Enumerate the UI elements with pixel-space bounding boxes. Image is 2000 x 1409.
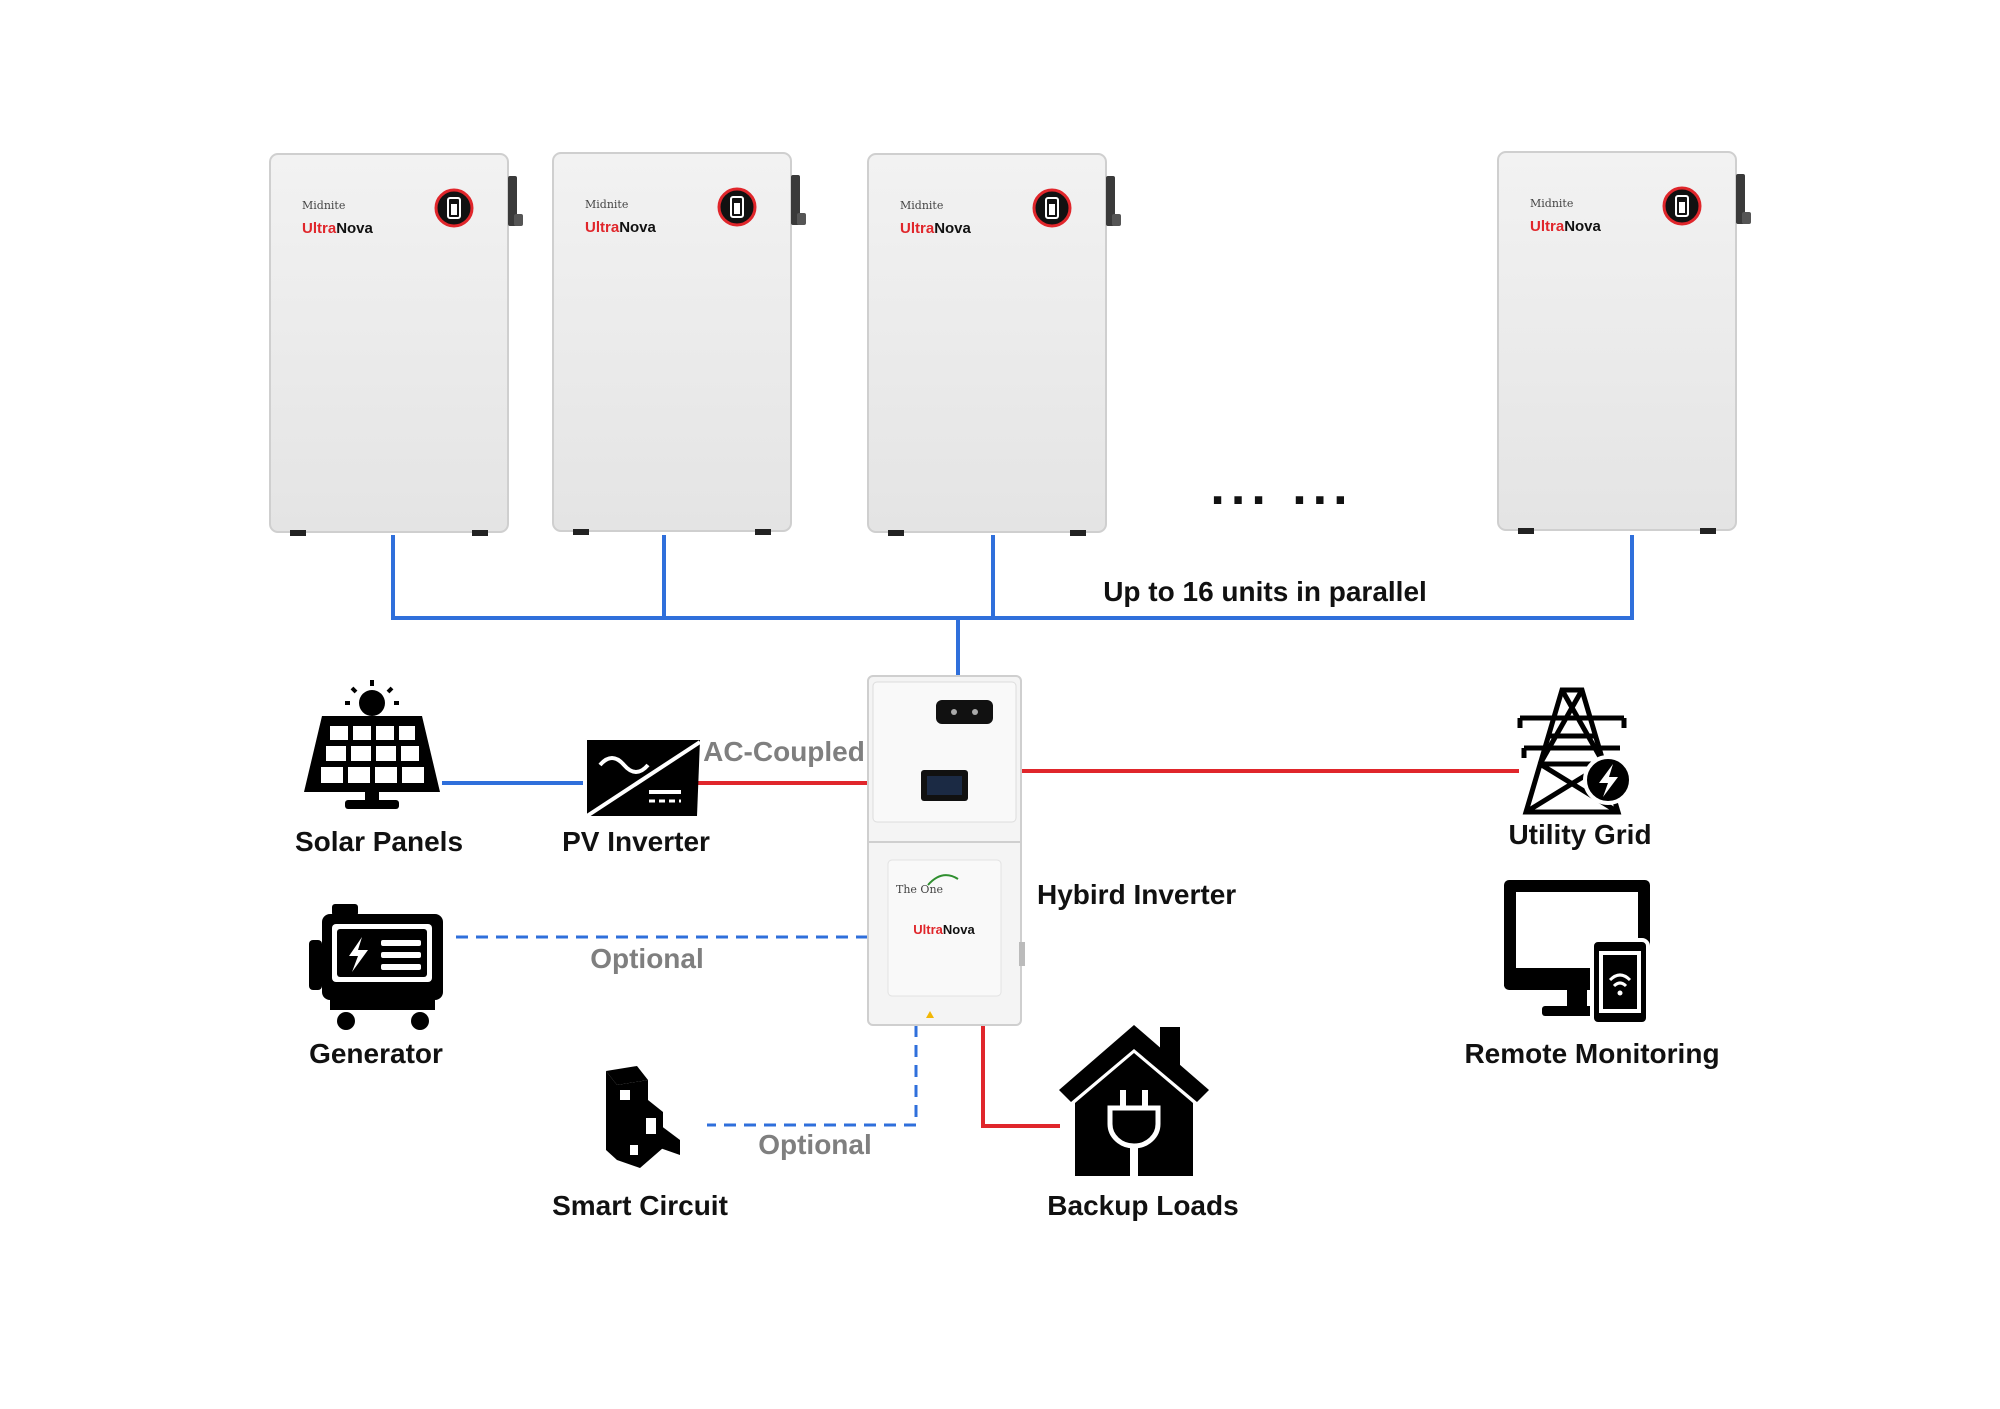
hybrid-inverter-label: Hybird Inverter xyxy=(1037,879,1236,910)
battery-brand: UltraNova xyxy=(585,219,657,236)
battery-3: Midnite UltraNova xyxy=(866,152,1123,538)
lightning-icon xyxy=(1583,755,1633,805)
generator-optional-label: Optional xyxy=(590,943,704,974)
battery-logo: Midnite xyxy=(302,199,345,212)
pv-inverter-label: PV Inverter xyxy=(562,826,710,857)
circuit-breaker-icon xyxy=(606,1066,680,1168)
solar-panel-icon xyxy=(304,680,440,809)
solar-panels-label: Solar Panels xyxy=(295,826,463,857)
ac-lines xyxy=(697,769,1519,1128)
smart-circuit-label: Smart Circuit xyxy=(552,1190,728,1221)
battery-logo: Midnite xyxy=(585,198,628,211)
monitor-phone-icon xyxy=(1504,880,1650,1026)
optional-lines xyxy=(456,935,918,1127)
battery-2: Midnite UltraNova xyxy=(551,151,808,537)
battery-n: Midnite UltraNova xyxy=(1496,150,1753,536)
backup-loads-label: Backup Loads xyxy=(1047,1190,1238,1221)
house-plug-icon xyxy=(1059,1025,1209,1176)
pv-inverter-icon xyxy=(585,740,702,818)
battery-logo: Midnite xyxy=(900,199,943,212)
smart-circuit-optional-label: Optional xyxy=(758,1129,872,1160)
dc-bus xyxy=(391,535,1634,785)
battery-brand: UltraNova xyxy=(1530,218,1602,235)
hybrid-inverter: The One UltraNova xyxy=(867,675,1025,1026)
utility-grid-label: Utility Grid xyxy=(1508,819,1651,850)
battery-brand: UltraNova xyxy=(900,220,972,237)
battery-1: Midnite UltraNova xyxy=(268,152,525,538)
battery-logo: Midnite xyxy=(1530,197,1573,210)
parallel-note: Up to 16 units in parallel xyxy=(1103,576,1427,607)
generator-icon xyxy=(309,904,443,1030)
remote-monitoring-label: Remote Monitoring xyxy=(1464,1038,1719,1069)
inverter-brand: UltraNova xyxy=(913,922,975,937)
battery-brand: UltraNova xyxy=(302,220,374,237)
ac-coupled-label: AC-Coupled xyxy=(703,736,865,767)
inverter-logo: The One xyxy=(896,883,943,896)
battery-ellipsis: ... ... xyxy=(1210,458,1353,516)
generator-label: Generator xyxy=(309,1038,443,1069)
